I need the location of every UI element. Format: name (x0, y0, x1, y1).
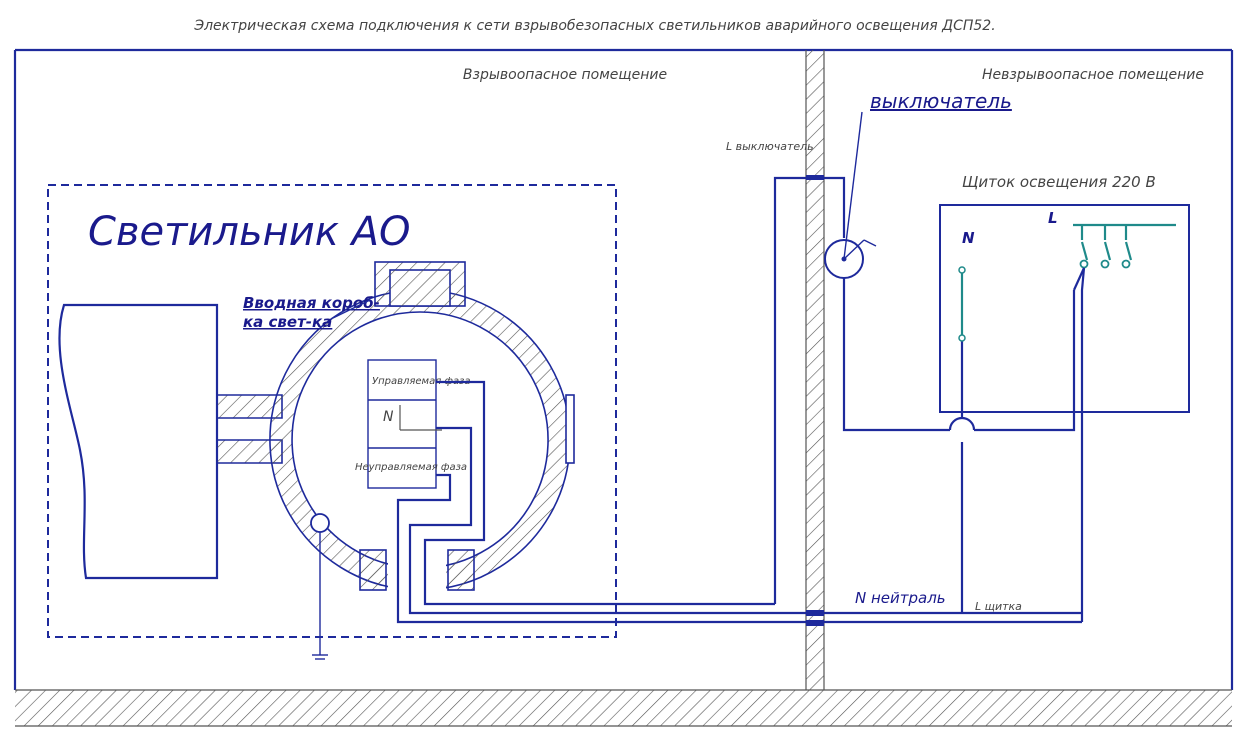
zone-label-explosive: Взрывоопасное помещение (463, 67, 667, 83)
fixture-boundary (47, 184, 617, 638)
room-outline (13, 48, 1234, 690)
panel-l-label: L (1048, 209, 1058, 227)
lamp-body (58, 303, 219, 580)
switch-symbol (824, 111, 877, 279)
terminal-block (367, 359, 437, 489)
box-label-line2: ка свет-ка (243, 313, 332, 331)
terminal-n-label: N (383, 409, 394, 425)
dividing-wall (805, 50, 825, 690)
zone-label-non-explosive: Невзрывоопасное помещение (982, 67, 1204, 83)
switch-label: выключатель (870, 89, 1012, 113)
lighting-panel (939, 204, 1190, 622)
diagram-title: Электрическая схема подключения к сети в… (193, 18, 995, 34)
wire-label-l-switch: L выключатель (726, 140, 814, 153)
ground-symbol (312, 532, 328, 660)
wire-label-l-panel: L щитка (975, 600, 1022, 613)
panel-label: Щиток освещения 220 В (962, 173, 1156, 191)
floor-hatch (15, 689, 1232, 727)
terminal-controlled-label: Управляемая фаза (372, 376, 471, 387)
wire-label-n-neutral: N нейтраль (855, 589, 946, 607)
fixture-wires (396, 380, 1082, 624)
switch-wires (773, 176, 1076, 613)
connection-tubes (216, 394, 283, 464)
panel-n-label: N (962, 229, 975, 247)
terminal-uncontrolled-label: Неуправляемая фаза (355, 462, 467, 473)
box-label-line1: Вводная короб- (243, 294, 380, 312)
fixture-label: Светильник АО (88, 209, 410, 255)
